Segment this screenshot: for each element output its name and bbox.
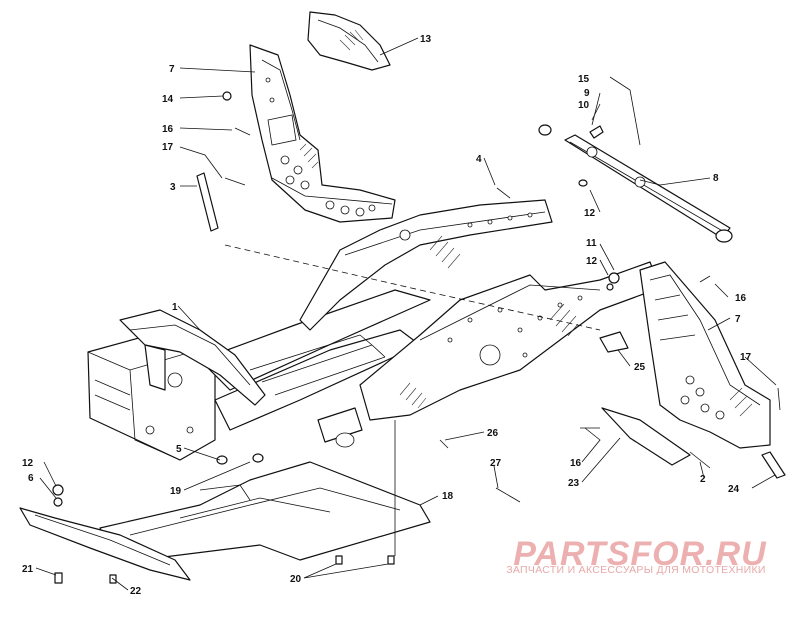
skid-plate-left — [19, 507, 191, 581]
rod-part-3 — [196, 172, 219, 232]
callout-27: 27 — [490, 458, 502, 469]
hardware-fasteners — [52, 91, 781, 584]
callout-23: 23 — [568, 478, 580, 489]
callout-19: 19 — [170, 486, 182, 497]
callout-10: 10 — [578, 100, 590, 111]
callout-17-upper: 17 — [162, 142, 174, 153]
callout-8: 8 — [713, 173, 719, 184]
callout-20: 20 — [290, 574, 302, 585]
callout-13: 13 — [420, 34, 432, 45]
main-frame — [87, 199, 661, 461]
callout-16-upper: 16 — [162, 124, 174, 135]
steering-cover-part — [307, 11, 391, 71]
callout-6: 6 — [28, 473, 34, 484]
callout-18: 18 — [442, 491, 454, 502]
callout-9: 9 — [584, 88, 590, 99]
callout-15: 15 — [578, 74, 590, 85]
clip-part-25 — [599, 331, 629, 353]
callout-1: 1 — [172, 302, 178, 313]
front-axle-part-8 — [538, 124, 733, 243]
callout-2: 2 — [700, 474, 706, 485]
callout-24: 24 — [728, 484, 740, 495]
belly-pan-part-18 — [99, 461, 431, 561]
steering-support-left — [249, 44, 396, 223]
callout-labels: 13 7 14 16 17 3 4 15 9 10 8 12 11 12 16 … — [22, 34, 752, 597]
callout-26: 26 — [487, 428, 499, 439]
callout-4: 4 — [476, 154, 482, 165]
watermark-logo-text: PARTSFOR.RU — [513, 535, 767, 573]
callout-7-upper: 7 — [169, 64, 175, 75]
callout-12-lower: 12 — [22, 458, 34, 469]
callout-16-lower: 16 — [570, 458, 582, 469]
callout-3: 3 — [170, 182, 176, 193]
callout-5: 5 — [176, 444, 182, 455]
bracket-part-1 — [119, 309, 266, 406]
callout-12-axle: 12 — [584, 208, 596, 219]
callout-17-right: 17 — [740, 352, 752, 363]
leader-lines — [35, 37, 777, 591]
callout-16-right: 16 — [735, 293, 747, 304]
strap-part-24 — [761, 451, 786, 479]
callout-14: 14 — [162, 94, 174, 105]
callout-25: 25 — [634, 362, 646, 373]
callout-21: 21 — [22, 564, 34, 575]
callout-7-right: 7 — [735, 314, 741, 325]
bracket-part-23 — [601, 407, 691, 466]
callout-12-mid: 12 — [586, 256, 598, 267]
callout-22: 22 — [130, 586, 142, 597]
steering-support-right — [639, 261, 771, 449]
watermark-logo: PARTSFOR.RU — [513, 535, 767, 573]
callout-11: 11 — [586, 238, 597, 249]
